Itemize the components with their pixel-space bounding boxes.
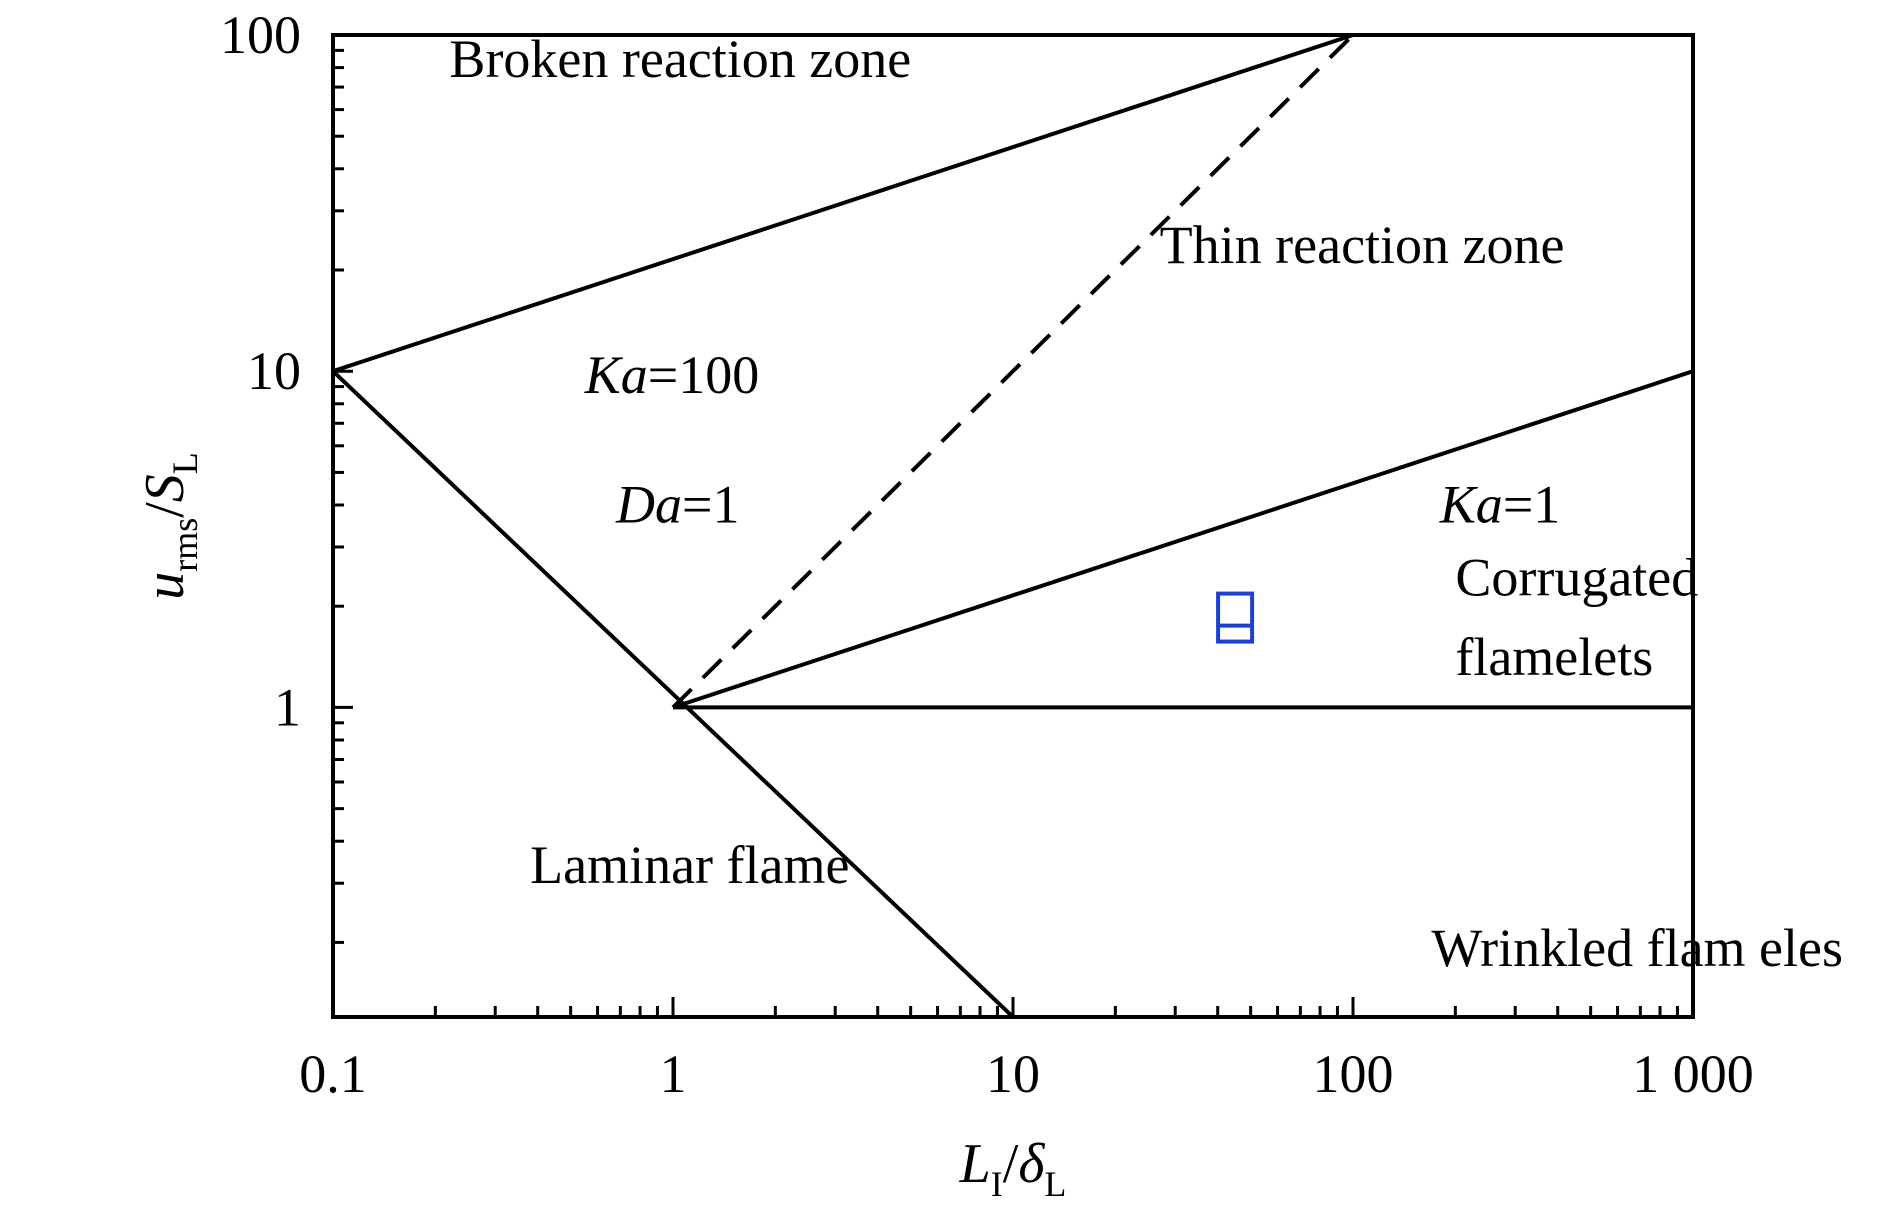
x-axis-title: LI/δL xyxy=(959,1133,1067,1204)
annotation-part: Wrinkled flam eles xyxy=(1431,918,1843,978)
annotation-part: Corrugated xyxy=(1455,548,1698,608)
axis-title-var: L xyxy=(959,1133,991,1195)
axis-title-subscript: L xyxy=(1044,1164,1066,1204)
x-tick-label: 0.1 xyxy=(299,1044,367,1104)
annotation-wrinkled: Wrinkled flam eles xyxy=(1431,918,1843,978)
data-point-marker xyxy=(1216,591,1255,644)
axis-title-var: u xyxy=(134,572,196,600)
axis-title-subscript: rms xyxy=(165,518,205,572)
annotation-corrugated-1: Corrugated xyxy=(1455,548,1698,608)
tick-labels: 0.1 1 10 100 1 000 1 10 100 xyxy=(220,5,1754,1104)
annotation-part: Ka xyxy=(584,345,648,405)
axis-title-subscript: L xyxy=(165,452,205,474)
y-tick-label: 1 xyxy=(274,677,301,737)
annotation-part: flamelets xyxy=(1455,627,1653,687)
annotation-broken: Broken reaction zone xyxy=(449,29,911,89)
annotation-part: Laminar flame xyxy=(530,835,849,895)
series-line-ka1 xyxy=(672,369,1694,710)
annotation-corrugated-2: flamelets xyxy=(1455,627,1653,687)
axis-title-separator: / xyxy=(134,502,196,518)
annotation-laminar: Laminar flame xyxy=(530,835,849,895)
series-layer xyxy=(331,33,1694,1019)
axis-title-var: δ xyxy=(1018,1133,1045,1195)
marker-box xyxy=(1216,591,1255,644)
axis-title-var: S xyxy=(134,474,196,502)
annotation-part: Thin reaction zone xyxy=(1160,215,1565,275)
annotation-part: Ka xyxy=(1439,474,1503,534)
x-tick-label: 10 xyxy=(986,1044,1040,1104)
series-line-da1 xyxy=(671,33,1355,709)
series-line-ka100 xyxy=(332,33,1354,374)
annotation-ka100-label: Ka=100 xyxy=(584,345,760,405)
annotation-part: =100 xyxy=(648,345,759,405)
marker-layer xyxy=(1216,591,1255,644)
annotation-part: =1 xyxy=(1503,474,1560,534)
annotation-part: Da xyxy=(615,474,682,534)
y-axis-title: urms/SL xyxy=(134,452,205,600)
x-tick-label: 1 000 xyxy=(1632,1044,1754,1104)
annotation-thin: Thin reaction zone xyxy=(1160,215,1565,275)
y-tick-label: 10 xyxy=(247,341,301,401)
series-line-boundary xyxy=(331,369,1015,1019)
axis-ticks xyxy=(331,48,1679,1017)
x-tick-label: 100 xyxy=(1313,1044,1394,1104)
axis-title-subscript: I xyxy=(991,1164,1003,1204)
annotation-ka1-label: Ka=1 xyxy=(1439,474,1561,534)
annotation-da1-label: Da=1 xyxy=(615,474,739,534)
axis-title-separator: / xyxy=(1003,1133,1019,1195)
annotation-part: Broken reaction zone xyxy=(449,29,911,89)
annotation-part: =1 xyxy=(682,474,739,534)
y-tick-label: 100 xyxy=(220,5,301,65)
x-tick-label: 1 xyxy=(660,1044,687,1104)
